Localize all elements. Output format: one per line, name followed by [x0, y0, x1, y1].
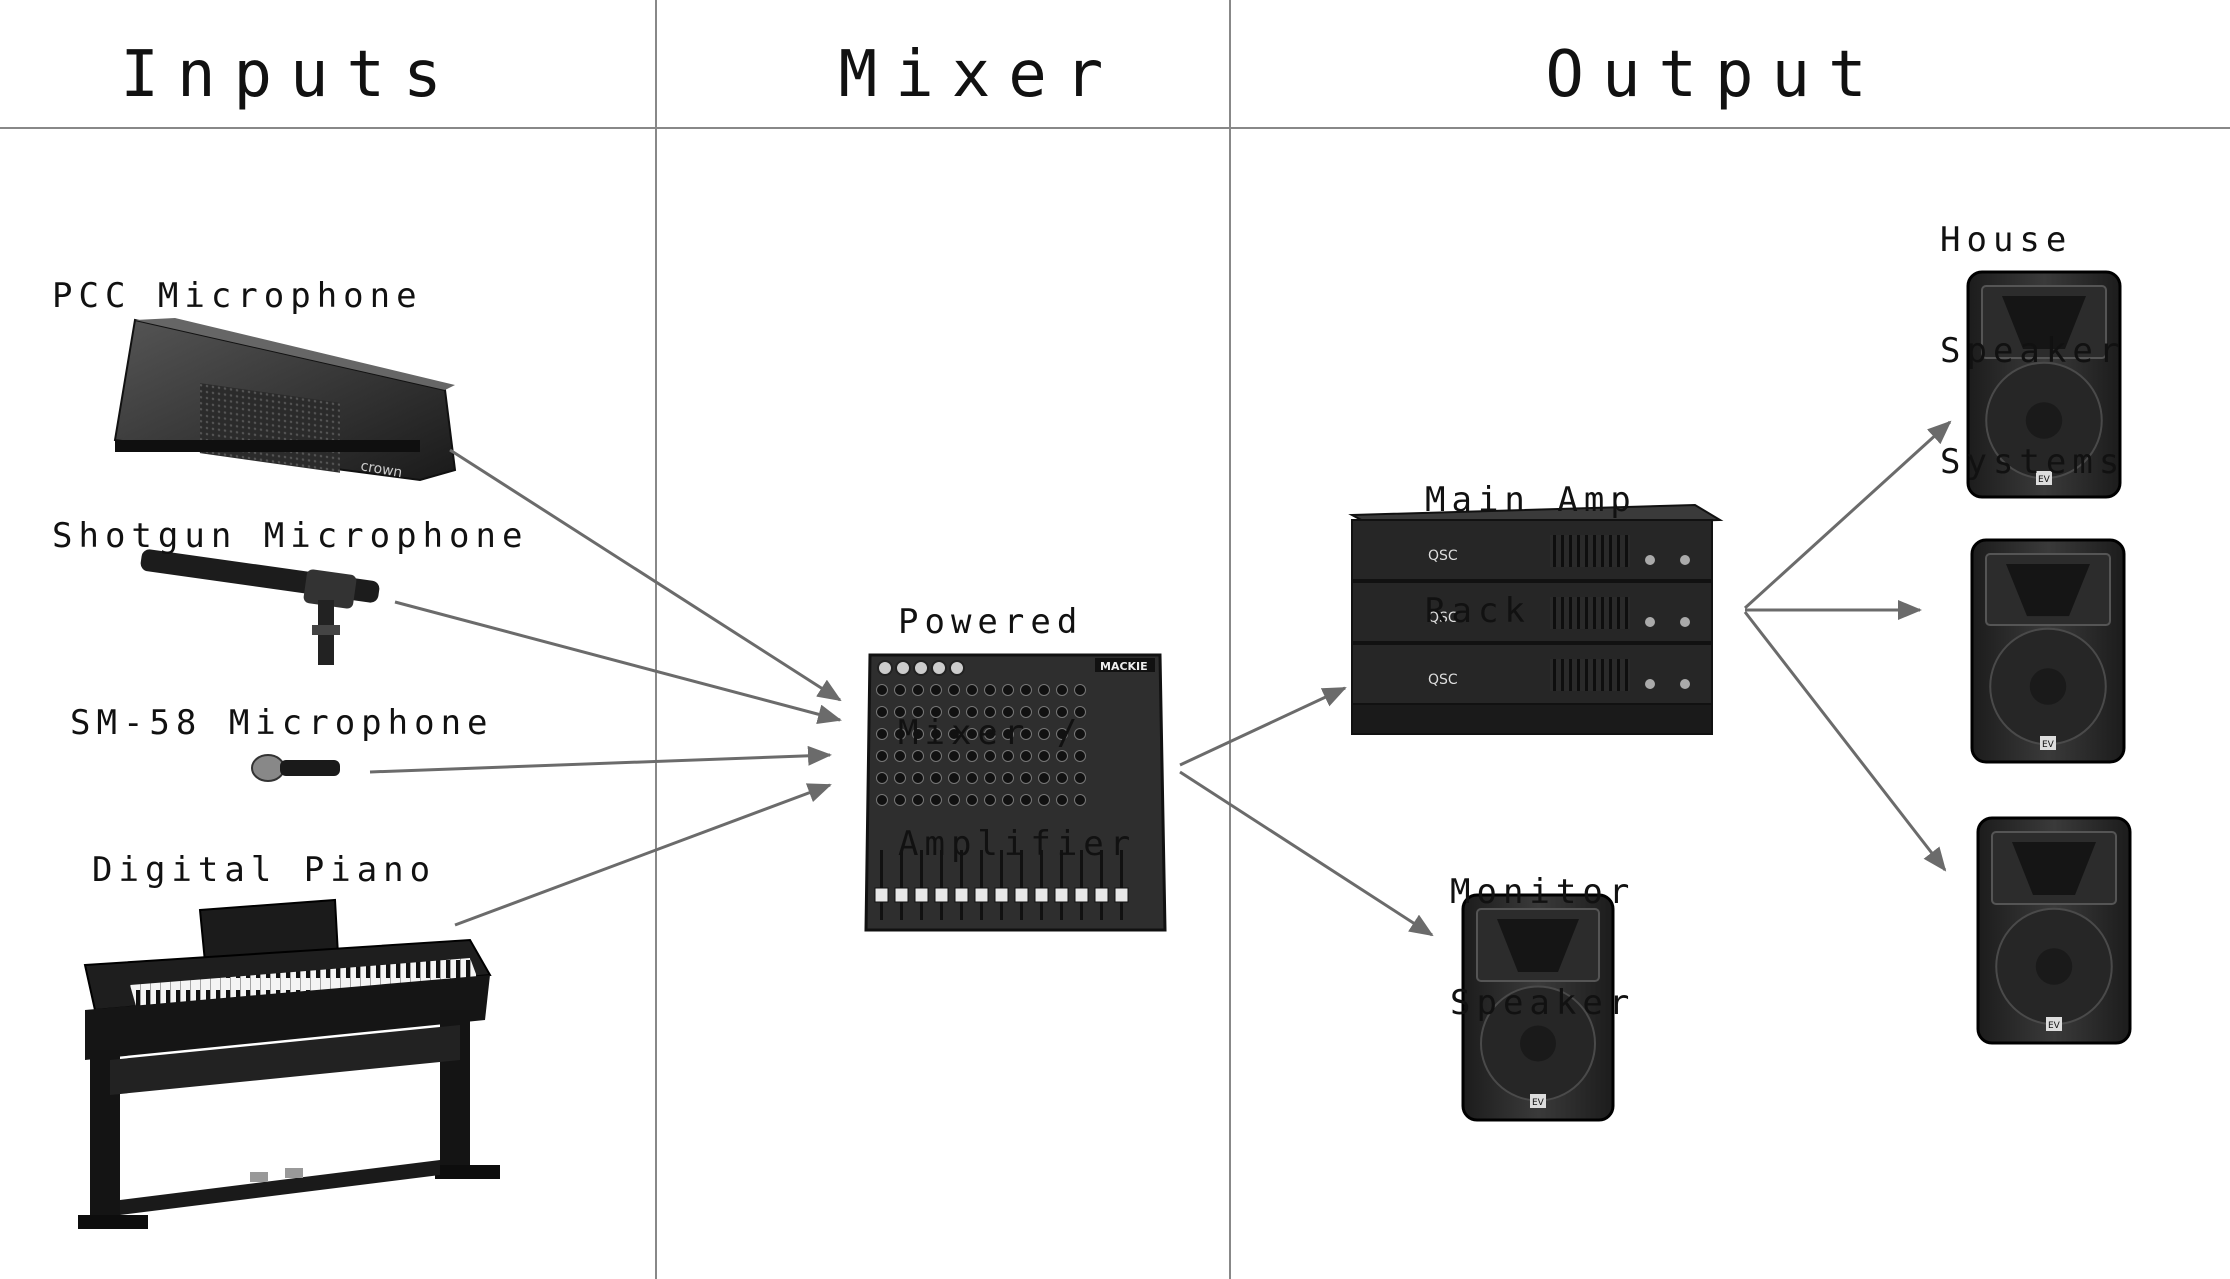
column-header-inputs: Inputs: [120, 38, 460, 112]
monitor-label-line-2: Speaker: [1450, 983, 1636, 1023]
amp-rack-label-line-1: Main Amp: [1425, 480, 1637, 520]
mixer-brand-text: MACKIE: [1100, 660, 1148, 673]
house-label-line-1: House: [1940, 220, 2073, 260]
arrow-amp-to-house-speaker-3: [1743, 611, 1947, 872]
pcc-brand-text: crown: [359, 458, 403, 481]
amp-rack-icon: QSC QSC QSC: [1348, 503, 1724, 735]
house-speaker-2-brand-text: EV: [2042, 740, 2055, 750]
sm58-microphone-label: SM-58 Microphone: [70, 703, 494, 743]
column-header-mixer: Mixer: [838, 38, 1122, 112]
arrow-shotgun-to-mixer: [394, 600, 842, 725]
shotgun-microphone-label: Shotgun Microphone: [52, 516, 529, 556]
arrow-mixer-to-monitor: [1179, 770, 1434, 937]
house-speaker-3-brand-text: EV: [2048, 1021, 2061, 1031]
arrow-sm58-to-mixer: [369, 745, 832, 774]
amp-rack-label-line-2: Rack: [1425, 591, 1531, 631]
arrow-pcc-to-mixer: [449, 448, 842, 702]
speaker-template: EV EV EV EV: [1461, 270, 2132, 1122]
digital-piano-label: Digital Piano: [92, 850, 437, 890]
house-speaker-1-brand-text: EV: [2038, 475, 2051, 485]
monitor-speaker-icon: EV: [1461, 893, 1615, 1122]
sm58-microphone-icon: [251, 754, 340, 782]
monitor-speaker-brand-text: EV: [1532, 1098, 1545, 1108]
amp-brand-text-1: QSC: [1428, 548, 1458, 564]
amp-brand-text-3: QSC: [1428, 672, 1458, 688]
pcc-microphone-label: PCC Microphone: [52, 276, 423, 316]
mixer-label-line-3: Amplifier: [898, 824, 1137, 864]
pcc-microphone-icon: crown: [113, 318, 457, 481]
mixer-label-line-2: Mixer /: [898, 713, 1084, 753]
column-header-output: Output: [1545, 38, 1885, 112]
house-label-line-3: Systems: [1940, 442, 2126, 482]
mixer-faders: [874, 850, 1129, 920]
monitor-label-line-1: Monitor: [1450, 872, 1636, 912]
mixer-amplifier-label: Powered Mixer / Amplifier: [898, 530, 1136, 937]
mixer-label-line-1: Powered: [898, 602, 1084, 642]
amp-rack-label: Main Amp Rack: [1425, 408, 1637, 704]
house-speaker-3-icon: EV: [1976, 816, 2132, 1045]
house-speakers-label: House Speaker Systems: [1940, 148, 2125, 555]
amp-brand-text-2: QSC: [1428, 610, 1458, 626]
arrow-piano-to-mixer: [454, 783, 832, 927]
mixer-knobs: [876, 660, 1086, 806]
arrow-mixer-to-amp-rack: [1179, 686, 1347, 767]
house-label-line-2: Speaker: [1940, 331, 2126, 371]
shotgun-microphone-icon: [140, 549, 380, 665]
arrow-amp-to-house-speaker-1: [1743, 420, 1952, 610]
house-speaker-2-icon: EV: [1970, 538, 2126, 764]
monitor-speaker-label: Monitor Speaker: [1450, 800, 1635, 1096]
house-speaker-1-icon: EV: [1966, 270, 2122, 499]
mixer-amplifier-icon: MACKIE: [864, 653, 1167, 932]
signal-arrows: [369, 420, 1952, 937]
digital-piano-icon: [78, 898, 500, 1229]
